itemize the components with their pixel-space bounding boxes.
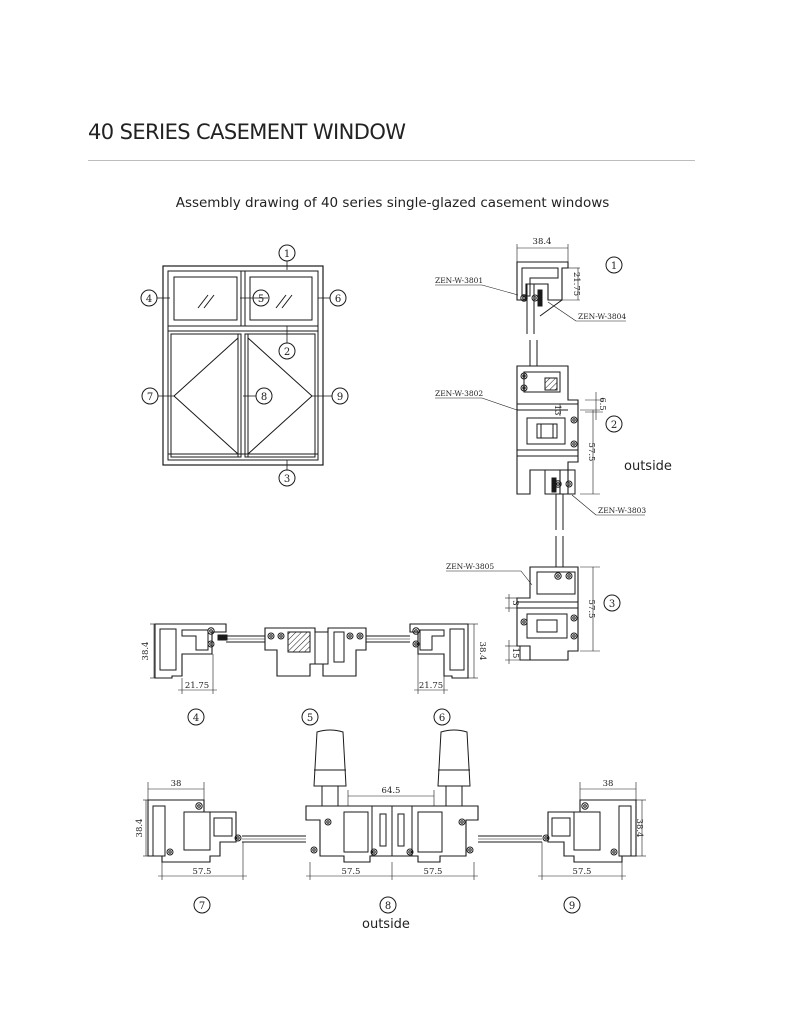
svg-text:21.75: 21.75 [571, 272, 581, 296]
profile-code-3804-label: ZEN-W-3804 [547, 301, 626, 322]
svg-text:38.4: 38.4 [533, 237, 552, 247]
svg-text:ZEN-W-3804: ZEN-W-3804 [578, 312, 626, 321]
svg-text:6: 6 [439, 713, 445, 724]
svg-text:7: 7 [199, 901, 205, 912]
callout-7-section: 7 [193, 896, 211, 914]
callout-2-section: 2 [605, 415, 623, 433]
svg-text:38: 38 [171, 779, 182, 789]
callout-3-elevation: 3 [278, 469, 296, 487]
svg-text:6: 6 [335, 294, 341, 305]
svg-text:21.75: 21.75 [185, 681, 209, 691]
svg-text:64.5: 64.5 [382, 786, 401, 796]
svg-text:3: 3 [510, 600, 520, 605]
section-3-bottom-frame: 57.5 3 15 [505, 536, 600, 664]
svg-text:ZEN-W-3802: ZEN-W-3802 [435, 389, 483, 398]
svg-text:5: 5 [258, 294, 264, 305]
svg-text:9: 9 [337, 392, 343, 403]
callout-4-section: 4 [187, 708, 205, 726]
callout-9-elevation: 9 [331, 387, 349, 405]
svg-text:7: 7 [147, 392, 153, 403]
svg-text:6.5: 6.5 [597, 397, 607, 411]
outside-label-bottom: outside [362, 917, 410, 932]
svg-text:8: 8 [261, 392, 267, 403]
svg-text:1: 1 [284, 249, 290, 260]
callout-8-elevation: 8 [255, 387, 273, 405]
section-2-mullion: 6.5 13 57.5 [516, 340, 607, 530]
callout-3-section: 3 [603, 594, 621, 612]
profile-code-3803-label: ZEN-W-3803 [571, 494, 646, 516]
callout-6-section: 6 [433, 708, 451, 726]
svg-text:2: 2 [284, 347, 290, 358]
page-title: 40 SERIES CASEMENT WINDOW [88, 120, 406, 144]
svg-text:21.75: 21.75 [419, 681, 443, 691]
callout-5-elevation: 5 [252, 289, 270, 307]
section-8-center-mullion: 64.5 57.5 57.5 [305, 729, 542, 880]
callout-5-section: 5 [301, 708, 319, 726]
svg-text:1: 1 [611, 261, 617, 272]
drawing-subtitle: Assembly drawing of 40 series single-gla… [175, 195, 610, 211]
title-divider [88, 160, 695, 161]
profile-code-3805-label: ZEN-W-3805 [446, 562, 533, 586]
svg-text:9: 9 [569, 901, 575, 912]
section-5-center-mullion [264, 627, 410, 677]
section-7-left-jamb: 38 38.4 57.5 [135, 779, 306, 880]
svg-text:4: 4 [193, 713, 199, 724]
callout-4-elevation: 4 [140, 289, 158, 307]
svg-text:13: 13 [552, 405, 562, 416]
callout-9-section: 9 [563, 896, 581, 914]
callout-1-elevation: 1 [278, 244, 296, 262]
svg-text:8: 8 [385, 901, 391, 912]
svg-text:15: 15 [510, 648, 520, 659]
svg-text:3: 3 [284, 474, 290, 485]
svg-text:5: 5 [307, 713, 313, 724]
callout-7-elevation: 7 [141, 387, 159, 405]
svg-text:57.5: 57.5 [573, 867, 592, 877]
svg-text:57.5: 57.5 [424, 867, 443, 877]
svg-text:38.4: 38.4 [477, 642, 487, 661]
svg-text:57.5: 57.5 [342, 867, 361, 877]
svg-text:38.4: 38.4 [634, 819, 644, 838]
svg-text:3: 3 [609, 599, 615, 610]
svg-text:ZEN-W-3805: ZEN-W-3805 [446, 562, 494, 571]
svg-text:4: 4 [146, 294, 152, 305]
profile-code-3801-label: ZEN-W-3801 [435, 276, 519, 296]
callout-8-section: 8 [379, 896, 397, 914]
section-9-right-jamb: 38 38.4 57.5 [538, 779, 646, 880]
section-6-right-jamb: 38.4 21.75 [409, 623, 487, 694]
callout-6-elevation: 6 [329, 289, 347, 307]
svg-text:38.4: 38.4 [135, 819, 145, 838]
svg-text:57.5: 57.5 [586, 443, 596, 462]
svg-text:38: 38 [603, 779, 614, 789]
outside-label-right: outside [624, 459, 672, 474]
profile-code-3802-label: ZEN-W-3802 [435, 389, 518, 411]
callout-2-elevation: 2 [278, 342, 296, 360]
elevation-callout-leaders [157, 261, 332, 470]
window-elevation [162, 265, 324, 466]
svg-text:57.5: 57.5 [586, 600, 596, 619]
svg-text:ZEN-W-3801: ZEN-W-3801 [435, 276, 483, 285]
section-4-left-jamb: 38.4 21.75 [141, 623, 265, 694]
svg-text:2: 2 [611, 420, 617, 431]
callout-1-section: 1 [605, 256, 623, 274]
svg-text:38.4: 38.4 [141, 642, 151, 661]
svg-text:ZEN-W-3803: ZEN-W-3803 [598, 506, 646, 515]
svg-text:57.5: 57.5 [193, 867, 212, 877]
section-1-top-frame: 38.4 21.75 [516, 237, 581, 334]
